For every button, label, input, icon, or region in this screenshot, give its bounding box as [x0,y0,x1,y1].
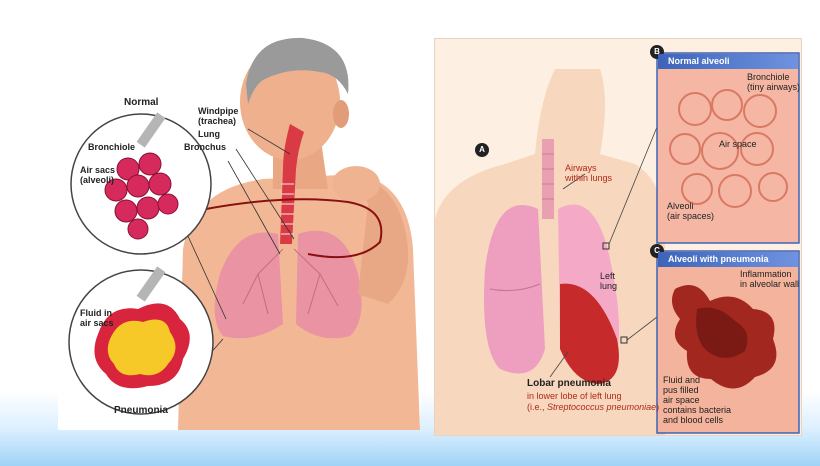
fist-shape [332,166,380,202]
fluid-label: Fluid in air sacs [80,308,114,328]
marker-a: A [475,143,489,157]
coughing-man-illustration [58,14,420,430]
lobar-pneumonia-subtitle: in lower lobe of left lung [527,391,622,401]
inset-c-title: Alveoli with pneumonia [658,252,798,267]
left-illustration-panel: Normal Bronchiole Air sacs (alveoli) Win… [58,14,420,430]
bronchus-label: Bronchus [184,142,226,152]
trachea-shape [542,139,554,219]
bronchiole-label: Bronchiole [88,142,135,152]
inset-b-alveoli-label: Alveoli (air spaces) [667,201,714,221]
inset-c-inflammation-label: Inflammation in alveolar wall [740,269,799,289]
lungs-diagram [435,39,801,435]
inset-b-airspace-label: Air space [719,139,757,149]
windpipe-label: Windpipe (trachea) [198,106,238,126]
lobar-pneumonia-title: Lobar pneumonia [527,379,611,389]
air-sacs-label: Air sacs (alveoli) [80,165,115,185]
lung-label: Lung [198,129,220,139]
pneumonia-label: Pneumonia [114,406,168,416]
inset-b-title: Normal alveoli [658,54,798,69]
normal-label: Normal [124,98,158,108]
left-lung-label: Left lung [600,271,617,291]
inset-b-bronchiole-label: Bronchiole (tiny airways) [747,72,800,92]
right-illustration-panel: A B C Airways within lungs Left lung Lob… [434,38,802,436]
lobar-pneumonia-example: (i.e., Streptococcus pneumoniae) [527,402,659,412]
airways-label: Airways within lungs [565,163,612,183]
inset-c-fluid-label: Fluid and pus filled air space contains … [663,375,731,425]
fluid-shape [108,320,176,376]
